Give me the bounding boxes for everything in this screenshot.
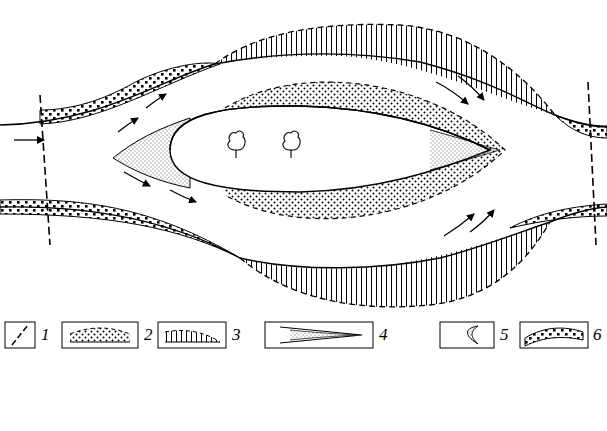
legend-number: 5 (500, 326, 509, 343)
legend-sample (5, 322, 588, 348)
legend-number: 2 (144, 326, 153, 343)
flow-arrow (14, 76, 494, 236)
legend-number: 1 (41, 326, 50, 343)
cross-section (588, 82, 596, 245)
bank-deposit (0, 200, 240, 258)
tree-symbol (228, 131, 300, 158)
bank-deposit (510, 204, 607, 228)
island (170, 106, 490, 150)
legend-number: 6 (593, 326, 602, 343)
legend-number: 3 (232, 326, 241, 343)
cross-section (40, 95, 50, 245)
legend-number: 4 (379, 326, 388, 343)
